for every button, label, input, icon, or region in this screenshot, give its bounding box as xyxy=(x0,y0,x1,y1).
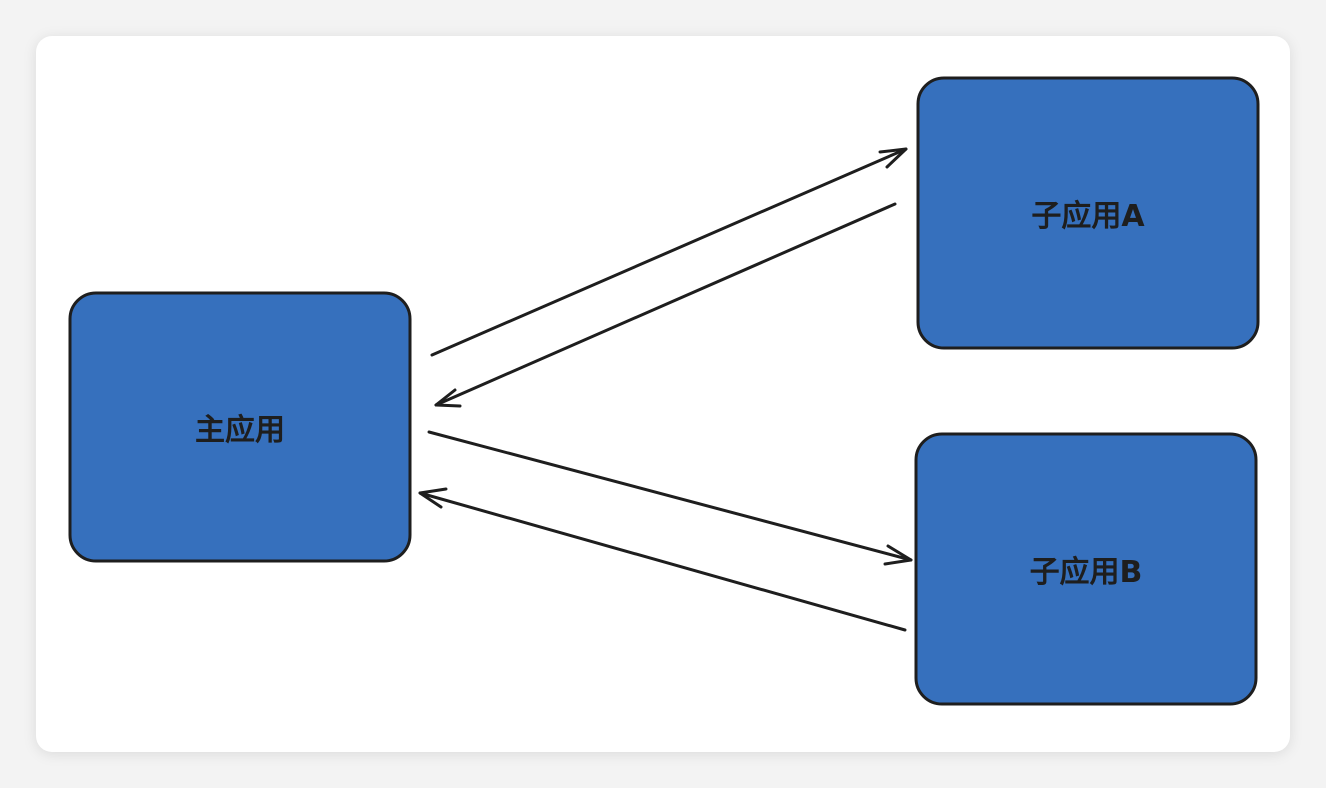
node-sub-app-a-shape xyxy=(916,76,1260,350)
arrow-sub-a-to-main[interactable] xyxy=(434,202,897,408)
node-main-app[interactable]: 主应用 xyxy=(68,291,412,563)
node-sub-app-b-label: 子应用B xyxy=(1030,555,1143,590)
arrow-sub-b-to-main[interactable] xyxy=(418,487,907,632)
node-sub-app-a-label: 子应用A xyxy=(1031,199,1145,234)
node-main-app-shape xyxy=(68,291,412,563)
arrow-main-to-sub-b[interactable] xyxy=(427,430,913,566)
node-sub-app-b[interactable]: 子应用B xyxy=(914,432,1258,706)
node-main-app-label: 主应用 xyxy=(195,413,285,448)
arrow-main-to-sub-a[interactable] xyxy=(430,147,908,357)
node-sub-app-a[interactable]: 子应用A xyxy=(916,76,1260,350)
node-sub-app-b-shape xyxy=(914,432,1258,706)
